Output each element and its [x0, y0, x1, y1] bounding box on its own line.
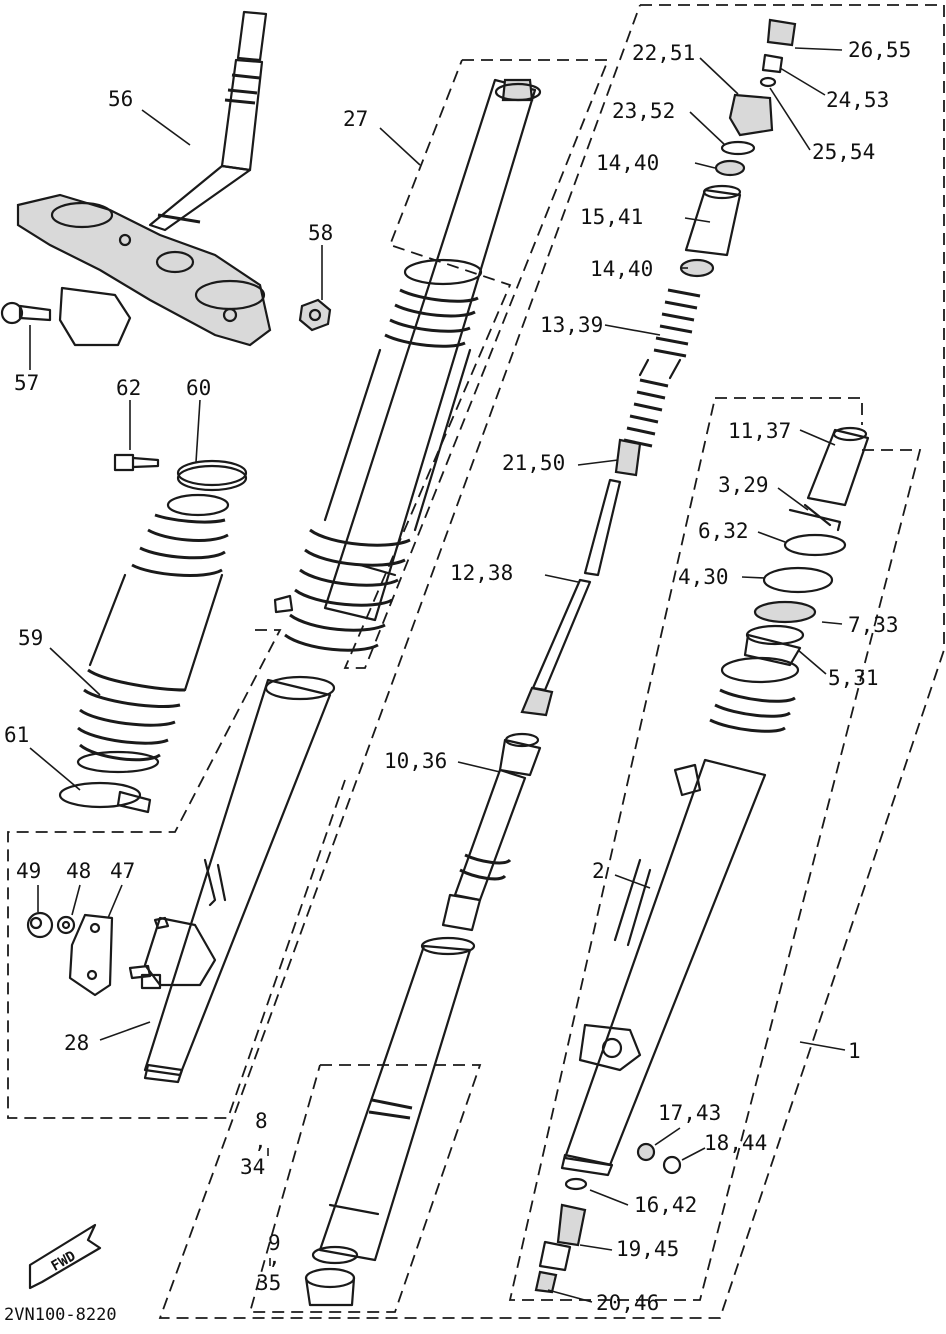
callout-60: 60 [186, 376, 211, 400]
oil-lock-piece [304, 1245, 359, 1307]
callout-26-55: 26,55 [848, 38, 911, 62]
under-bracket [16, 193, 272, 347]
callout-20-46: 20,46 [596, 1291, 659, 1315]
callout-2: 2 [592, 859, 605, 883]
damper-rod-boundary [248, 1064, 482, 1313]
callout-8: 8 [255, 1109, 268, 1133]
steering-stem [148, 10, 268, 232]
callout-14-40-lower: 14,40 [590, 257, 653, 281]
outer-tube-assembly-boundary [508, 397, 922, 1301]
callout-11-37: 11,37 [728, 419, 791, 443]
outer-tube-left [128, 675, 336, 1084]
callout-24-53: 24,53 [826, 88, 889, 112]
damper-cylinder [318, 936, 476, 1262]
callout-1: 1 [848, 1039, 861, 1063]
callout-9: 9 [268, 1231, 281, 1255]
fwd-label: FWD [49, 1248, 79, 1275]
callout-19-45: 19,45 [616, 1237, 679, 1261]
callout-7-33: 7,33 [848, 613, 899, 637]
callout-28: 28 [64, 1031, 89, 1055]
callout-35: 35 [256, 1271, 281, 1295]
callout-25-54: 25,54 [812, 140, 875, 164]
callout-13-39: 13,39 [540, 313, 603, 337]
spring-seat [679, 258, 715, 278]
callout-23-52: 23,52 [612, 99, 675, 123]
callout-56: 56 [108, 87, 133, 111]
screw [113, 453, 160, 472]
callout-3-29: 3,29 [718, 473, 769, 497]
fork-spring [623, 288, 701, 448]
boot-group-boundary [7, 629, 346, 1119]
washer-17 [636, 1142, 656, 1162]
rod-nut [614, 438, 642, 477]
callout-15-41: 15,41 [580, 205, 643, 229]
callout-57: 57 [14, 371, 39, 395]
leader-lines [29, 47, 846, 1303]
callout-9-sep: , [268, 1245, 281, 1269]
callout-12-38: 12,38 [450, 561, 513, 585]
cap-bolt-assembly [714, 18, 797, 177]
catalog-code: 2VN100-8220 [4, 1305, 117, 1325]
inner-tube [323, 78, 542, 622]
callout-16-42: 16,42 [634, 1193, 697, 1217]
callout-8-sep: , [254, 1129, 267, 1153]
callout-4-30: 4,30 [678, 565, 729, 589]
pinch-bolt [0, 301, 52, 325]
brake-hose-holder [68, 913, 114, 997]
nut [298, 298, 332, 332]
base-valve [538, 1203, 587, 1272]
damper-cylinder-body [441, 732, 542, 932]
outer-assembly-boundary [158, 4, 945, 1319]
spacer [684, 184, 742, 257]
outer-tube-right [560, 426, 870, 1177]
callout-34: 34 [240, 1155, 265, 1179]
callout-49: 49 [16, 859, 41, 883]
washer [56, 915, 76, 935]
callout-61: 61 [4, 723, 29, 747]
drain-bolt [534, 1270, 558, 1294]
callout-18-44: 18,44 [704, 1131, 767, 1155]
callout-14-40-upper: 14,40 [596, 151, 659, 175]
callout-6-32: 6,32 [698, 519, 749, 543]
inner-tube-assembly-boundary [343, 59, 610, 669]
damper-rod [520, 478, 622, 717]
upper-boot-clamp [176, 459, 248, 492]
callout-10-36: 10,36 [384, 749, 447, 773]
callout-5-31: 5,31 [828, 666, 879, 690]
callout-17-43: 17,43 [658, 1101, 721, 1125]
lower-boot-clamp [58, 781, 152, 814]
bolt-18 [662, 1155, 682, 1175]
upper-inner-boot [273, 258, 483, 652]
callout-48: 48 [66, 859, 91, 883]
drain-washer [564, 1177, 588, 1191]
fwd-arrow-icon [28, 1223, 102, 1290]
cap-nut [26, 911, 54, 939]
callout-58: 58 [308, 221, 333, 245]
callout-27: 27 [343, 107, 368, 131]
callout-47: 47 [110, 859, 135, 883]
callout-22-51: 22,51 [632, 41, 695, 65]
fork-boot [76, 493, 230, 774]
callout-62: 62 [116, 376, 141, 400]
callout-59: 59 [18, 626, 43, 650]
callout-21-50: 21,50 [502, 451, 565, 475]
